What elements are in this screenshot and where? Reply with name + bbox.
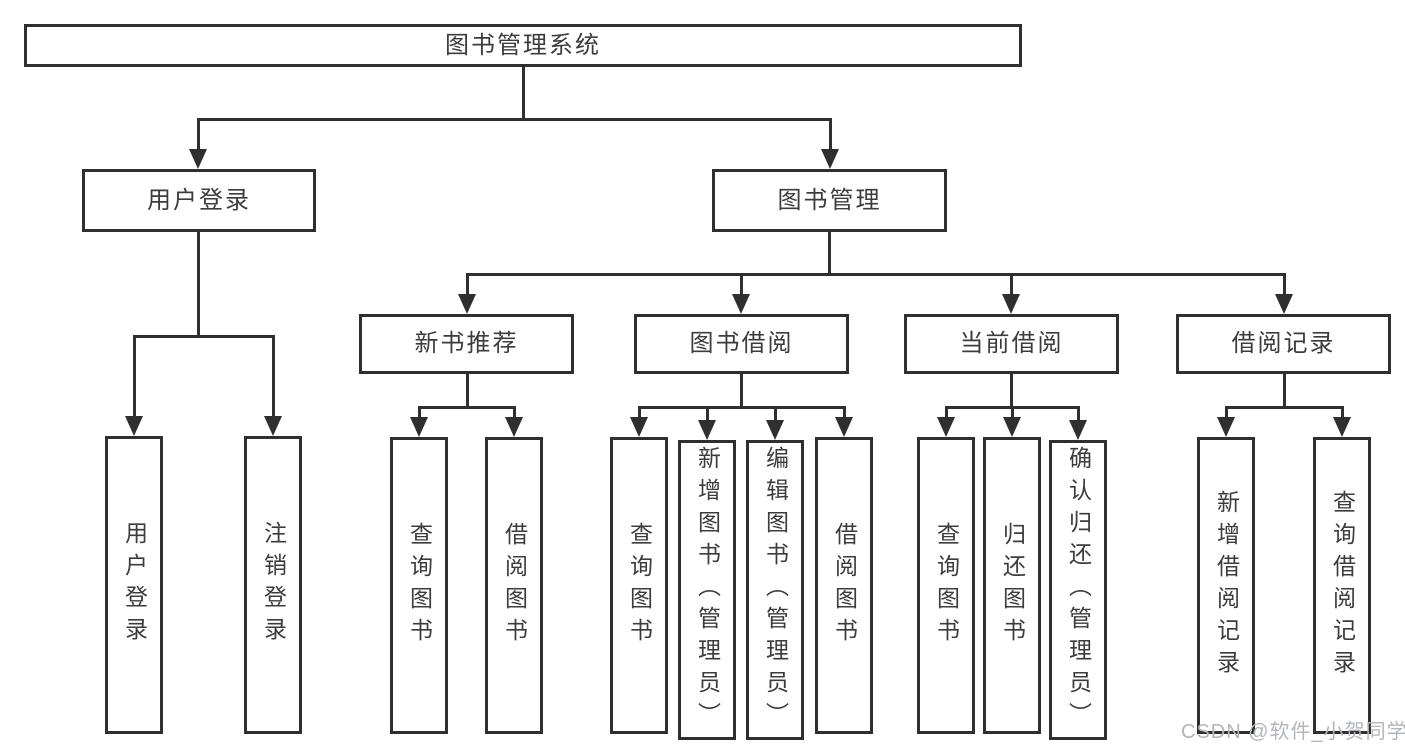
watermark-text: CSDN @软件_小贺同学 — [1181, 721, 1405, 743]
leaf-add-borrow-record: 新增借阅记录 — [1197, 437, 1255, 734]
arrow-down-icon — [821, 149, 839, 169]
connector-line — [521, 67, 525, 121]
leaf-query-books-3: 查询图书 — [917, 437, 975, 734]
arrow-down-icon — [1002, 294, 1020, 314]
connector-line — [196, 118, 200, 151]
connector-line — [465, 273, 1286, 276]
connector-line — [1224, 406, 1228, 419]
root-box: 图书管理系统 — [24, 24, 1022, 67]
leaf-return-books: 归还图书 — [983, 437, 1041, 734]
leaf-query-books-3-label: 查询图书 — [933, 521, 960, 650]
arrow-down-icon — [458, 294, 476, 314]
arrow-down-icon — [1069, 420, 1087, 440]
arrow-down-icon — [835, 417, 853, 437]
leaf-add-borrow-record-label: 新增借阅记录 — [1213, 489, 1240, 682]
connector-line — [417, 406, 516, 409]
leaf-add-books-admin-label: 新增图书（管理员） — [694, 446, 721, 734]
arrow-down-icon — [1333, 417, 1351, 437]
connector-line — [773, 406, 777, 422]
leaf-user-login-label: 用户登录 — [121, 521, 148, 649]
leaf-logout: 注销登录 — [244, 436, 302, 734]
connector-line — [417, 406, 421, 419]
leaf-return-books-label: 归还图书 — [999, 521, 1026, 650]
arrow-down-icon — [125, 416, 143, 436]
connector-line — [196, 232, 200, 338]
leaf-query-books-1-label: 查询图书 — [406, 521, 433, 650]
connector-line — [1340, 406, 1344, 419]
connector-line — [705, 406, 709, 422]
node-user-login: 用户登录 — [82, 169, 316, 232]
connector-line — [1224, 406, 1344, 409]
node-borrowing-records: 借阅记录 — [1176, 314, 1391, 374]
connector-line — [132, 335, 275, 338]
arrow-down-icon — [937, 417, 955, 437]
connector-line — [739, 374, 743, 409]
node-borrowing-records-label: 借阅记录 — [1231, 330, 1336, 357]
arrow-down-icon — [766, 420, 784, 440]
leaf-confirm-return-admin: 确认归还（管理员） — [1049, 440, 1107, 740]
node-user-login-label: 用户登录 — [147, 186, 251, 214]
node-book-borrowing: 图书借阅 — [634, 314, 849, 374]
connector-line — [739, 273, 743, 296]
leaf-borrow-books-2-label: 借阅图书 — [831, 521, 858, 650]
arrow-down-icon — [732, 294, 750, 314]
arrow-down-icon — [264, 416, 282, 436]
leaf-query-books-2: 查询图书 — [610, 437, 668, 734]
connector-line — [1076, 406, 1080, 422]
connector-line — [1010, 406, 1014, 419]
leaf-logout-label: 注销登录 — [260, 521, 287, 649]
connector-line — [944, 406, 948, 419]
arrow-down-icon — [1217, 417, 1235, 437]
connector-line — [1282, 273, 1286, 296]
connector-line — [828, 118, 832, 151]
leaf-borrow-books-1: 借阅图书 — [485, 437, 543, 734]
arrow-down-icon — [410, 417, 428, 437]
node-current-borrowing: 当前借阅 — [904, 314, 1119, 374]
leaf-edit-books-admin-label: 编辑图书（管理员） — [762, 446, 789, 734]
leaf-borrow-books-1-label: 借阅图书 — [501, 521, 528, 650]
leaf-query-borrow-record: 查询借阅记录 — [1313, 437, 1371, 734]
leaf-edit-books-admin: 编辑图书（管理员） — [746, 440, 804, 740]
connector-line — [271, 335, 275, 418]
leaf-query-borrow-record-label: 查询借阅记录 — [1329, 489, 1356, 682]
arrow-down-icon — [505, 417, 523, 437]
connector-line — [1009, 374, 1013, 409]
connector-line — [827, 232, 831, 276]
connector-line — [132, 335, 136, 418]
connector-line — [1282, 374, 1286, 409]
node-current-borrowing-label: 当前借阅 — [959, 330, 1064, 357]
node-book-management-label: 图书管理 — [777, 186, 882, 214]
leaf-add-books-admin: 新增图书（管理员） — [678, 440, 736, 740]
arrow-down-icon — [1003, 417, 1021, 437]
connector-line — [196, 118, 832, 121]
connector-line — [842, 406, 846, 419]
leaf-confirm-return-admin-label: 确认归还（管理员） — [1065, 446, 1092, 734]
leaf-query-books-2-label: 查询图书 — [626, 521, 653, 650]
connector-line — [1009, 273, 1013, 296]
connector-line — [465, 273, 469, 296]
node-book-borrowing-label: 图书借阅 — [689, 330, 794, 357]
leaf-user-login: 用户登录 — [105, 436, 163, 734]
arrow-down-icon — [630, 417, 648, 437]
connector-line — [465, 374, 469, 409]
connector-line — [637, 406, 641, 419]
connector-line — [637, 406, 846, 409]
arrow-down-icon — [189, 149, 207, 169]
arrow-down-icon — [1275, 294, 1293, 314]
connector-line — [512, 406, 516, 419]
node-new-book-recommend: 新书推荐 — [359, 314, 574, 374]
leaf-query-books-1: 查询图书 — [390, 437, 448, 734]
root-box-label: 图书管理系统 — [445, 31, 601, 59]
leaf-borrow-books-2: 借阅图书 — [815, 437, 873, 734]
arrow-down-icon — [698, 420, 716, 440]
node-book-management: 图书管理 — [712, 169, 947, 232]
node-new-book-recommend-label: 新书推荐 — [414, 330, 519, 357]
